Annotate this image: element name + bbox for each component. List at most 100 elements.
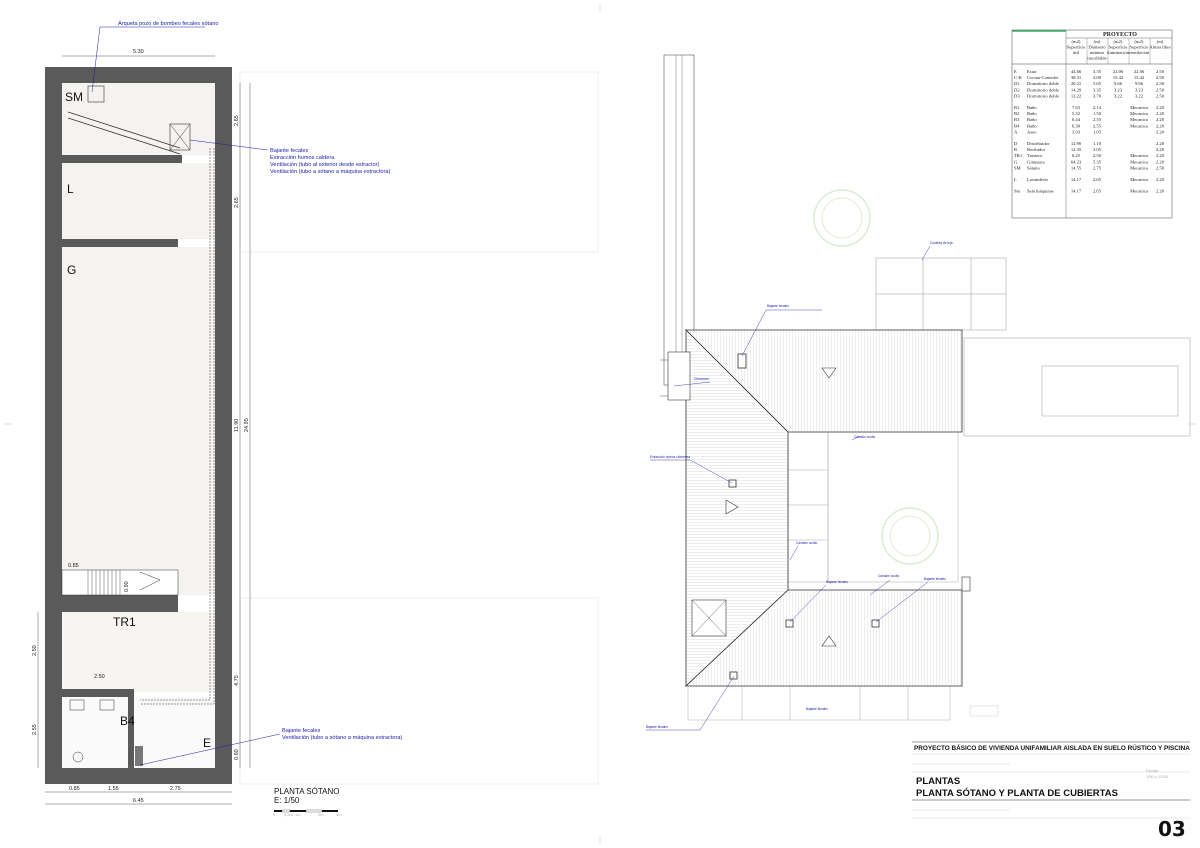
stamp [813,189,871,247]
table-cell: 2.20 [1156,123,1165,128]
dim-left-a: 2.50 [32,645,38,656]
vent-icon [737,353,747,369]
table-cell: 6.25 [1072,153,1081,158]
table-cell: 3.35 [1093,69,1102,74]
table-col-header: Superficie [1130,45,1149,50]
table-row-code: B2 [1014,111,1020,116]
partition-wall [62,155,182,163]
table-cell: 14.17 [1071,189,1082,194]
table-cell: Mecanica [1130,165,1148,170]
dim-top-width: 5.30 [133,49,144,55]
sink-icon [99,699,115,711]
basement-plan: SM L G TR1 B4 E 5.30 0.85 1.55 2.75 6.45… [32,21,599,817]
plan-scale: E: 1/50 [274,796,300,805]
table-col-header: (m) [1157,39,1164,44]
dim-right-a: 2.65 [234,115,240,126]
table-col-header: ventilación [1129,50,1150,55]
annotation-bajante1-l4: Ventilación (tubo a sótano a máquina ext… [270,169,390,175]
dim-right-e: 0.60 [234,749,240,760]
pipe-line [67,111,181,149]
roof-note-1: Bajante fecales [767,304,789,308]
table-row-code: SM [1014,165,1021,170]
table-col-header: útil [1073,50,1080,55]
roof-note-6: Canalón oculto [878,574,899,578]
table-cell: 3.23 [1135,87,1144,92]
annotation-bajante2-l1: Bajante fecales [282,728,320,734]
scale-label: Escala [1146,768,1159,773]
table-col-header: mínimo [1090,50,1105,55]
project-name: PROYECTO BÁSICO DE VIVIENDA UNIFAMILIAR … [914,743,1190,752]
pool [1041,365,1179,417]
scale-bar: 0 0,5m 1m 2m 3m [273,809,342,817]
annotation-bajante1-l2: Extracción humos caldera [270,155,335,161]
annotation-bajante1-l1: Bajante fecales [270,148,308,154]
area-table-headers: (m2)Superficieútil(m)Diámetromínimoinscr… [1067,39,1171,61]
downpipe [135,746,143,766]
area-table: PROYECTO (m2)Superficieútil(m)Diámetromí… [1011,29,1173,219]
roof-plan: Bajante fecales Chimenea Extracción humo… [646,54,1191,731]
dim-bottom-b: 1.55 [108,786,119,792]
table-row-code: B3 [1014,117,1020,122]
table-cell: 3.05 [1093,147,1102,152]
table-col-header: Superficie [1109,45,1128,50]
table-cell: Mecanica [1130,177,1148,182]
table-col-header: iluminación [1107,50,1130,55]
duct-line [140,148,215,705]
table-row-code: D [1014,141,1018,146]
table-cell: Mecanica [1130,153,1148,158]
downpipe-icon [729,671,738,680]
table-cell: 2.65 [1093,189,1102,194]
room-tr1-fill [62,612,215,692]
table-cell: 2.50 [1156,87,1165,92]
table-cell: 7.63 [1072,105,1081,110]
partition-wall [62,595,178,612]
table-row-name: Distribuidor [1027,141,1050,146]
roof-leaders [646,245,931,731]
partition-wall [62,239,178,247]
room-label-sm: SM [65,90,83,104]
table-cell: 20.21 [1071,81,1082,86]
table-cell: Mecanica [1130,111,1148,116]
dim-left-b: 2.55 [32,724,38,735]
table-cell: 4.00 [1093,75,1102,80]
table-cell: 3.35 [1093,87,1102,92]
table-cell: 3.70 [1093,93,1102,98]
table-row-name: Trastero [1027,153,1043,158]
table-cell: 2.50 [1156,75,1165,80]
dim-bottom-a: 0.85 [69,786,80,792]
table-cell: 6.44 [1072,117,1081,122]
table-cell: 15.42 [1134,75,1145,80]
annotation-bajante1-l3: Ventilación (tubo al exterior desde extr… [270,162,380,168]
roof-note-2: Chimenea [694,377,709,381]
room-label-g: G [67,263,76,277]
table-cell: 38.31 [1071,75,1082,80]
dim-right-total: 24.95 [244,418,250,432]
table-cell: 1.50 [1093,111,1102,116]
table-cell: 2.50 [1156,165,1165,170]
table-cell: 2.20 [1156,177,1165,182]
sink-icon [69,699,85,711]
table-col-header: Superficie [1067,45,1086,50]
table-cell: 14.29 [1071,87,1082,92]
chimney-box [667,351,691,401]
dim-tr1-width: 2.50 [94,674,105,680]
table-cell: 12.35 [1071,147,1082,152]
dim-bottom-total: 6.45 [133,798,144,804]
table-row-code: E [1014,69,1017,74]
table-cell: 6.30 [1072,123,1081,128]
table-col-header: (m2) [1072,39,1081,44]
table-cell: Mecanica [1130,105,1148,110]
table-cell: 2.55 [1093,123,1102,128]
sheet-number: 03 [1158,817,1186,841]
table-cell: Mecanica [1130,189,1148,194]
table-row-name: Aseo [1027,129,1037,134]
table-cell: 3.22 [1114,93,1123,98]
slope-arrow-icon [821,635,837,647]
dim-stair-height: 0.90 [124,581,130,592]
dim-right-d: 4.75 [234,675,240,686]
roof-note-8: Bajante fecales [924,577,946,581]
table-row-name: Estar [1027,69,1037,74]
partition-wall [62,689,128,697]
table-cell: Mecanica [1130,117,1148,122]
